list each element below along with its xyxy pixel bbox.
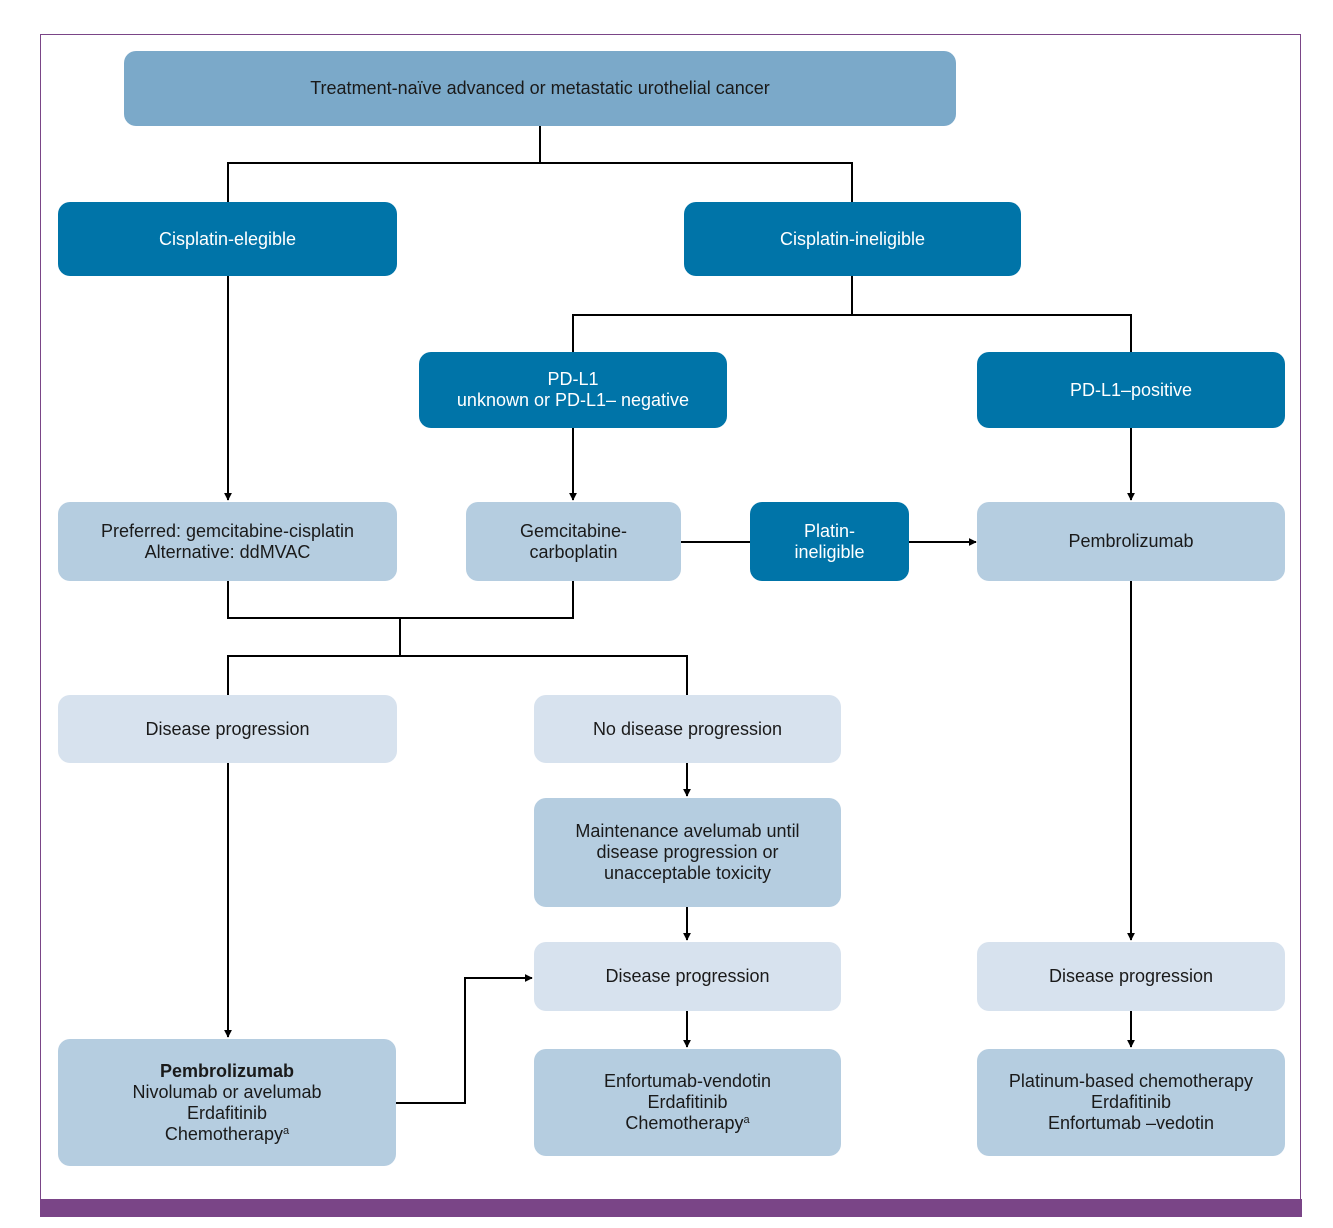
second-mid-line1: Enfortumab-vendotin: [603, 1071, 772, 1091]
second-mid-line2: Erdafitinib: [647, 1092, 728, 1112]
second-left-footnote-mark: a: [282, 1124, 290, 1137]
gem-carbo-line1: Gemcitabine-: [519, 520, 628, 541]
second-right-line2: Erdafitinib: [1090, 1092, 1172, 1112]
edge-first-line-merge: [227, 581, 574, 619]
pembrolizumab-first-node: Pembrolizumab: [977, 502, 1285, 581]
cisplatin-ineligible-label: Cisplatin-ineligible: [779, 228, 926, 249]
second-left-line4-text: Chemotherapy: [164, 1123, 283, 1144]
progression-left-node: Disease progression: [58, 695, 397, 763]
second-left-line1: Pembrolizumab: [159, 1060, 295, 1081]
second-right-line3: Enfortumab –vedotin: [1047, 1113, 1215, 1133]
edge-root-branches: [227, 162, 853, 202]
progression-mid-label: Disease progression: [605, 966, 770, 986]
pdl1-negative-node: PD-L1 unknown or PD-L1– negative: [419, 352, 727, 428]
gem-cis-line2: Alternative: ddMVAC: [144, 541, 311, 562]
progression-right-node: Disease progression: [977, 942, 1285, 1011]
bottom-accent-bar: [40, 1199, 1302, 1217]
maintenance-line3: unacceptable toxicity: [603, 863, 772, 883]
pembrolizumab-first-label: Pembrolizumab: [1068, 531, 1194, 551]
second-line-right-node: Platinum-based chemotherapy Erdafitinib …: [977, 1049, 1285, 1156]
platin-ineligible-node: Platin- ineligible: [750, 502, 909, 581]
pdl1-negative-line2: unknown or PD-L1– negative: [456, 390, 690, 410]
second-mid-footnote-mark: a: [743, 1114, 750, 1126]
second-left-line3: Erdafitinib: [186, 1102, 268, 1123]
gem-carbo-node: Gemcitabine- carboplatin: [466, 502, 681, 581]
gem-carbo-line2: carboplatin: [529, 541, 618, 562]
root-node: Treatment-naïve advanced or metastatic u…: [124, 51, 956, 126]
second-mid-line3: Chemotherapya: [625, 1113, 749, 1134]
maintenance-node: Maintenance avelumab until disease progr…: [534, 798, 841, 907]
pdl1-negative-line1: PD-L1: [547, 369, 599, 389]
progression-mid-node: Disease progression: [534, 942, 841, 1011]
cisplatin-eligible-node: Cisplatin-elegible: [58, 202, 397, 276]
no-progression-node: No disease progression: [534, 695, 841, 763]
gem-cis-line1: Preferred: gemcitabine-cisplatin: [100, 520, 355, 541]
cisplatin-ineligible-node: Cisplatin-ineligible: [684, 202, 1021, 276]
platin-ineligible-line2: ineligible: [794, 541, 865, 562]
gem-cis-node: Preferred: gemcitabine-cisplatin Alterna…: [58, 502, 397, 581]
second-mid-line3-text: Chemotherapy: [625, 1113, 744, 1133]
second-line-left-node: Pembrolizumab Nivolumab or avelumab Erda…: [58, 1039, 396, 1166]
second-left-line2: Nivolumab or avelumab: [132, 1081, 322, 1102]
cisplatin-eligible-label: Cisplatin-elegible: [158, 228, 297, 249]
edge-merge-branches: [227, 655, 688, 695]
no-progression-label: No disease progression: [592, 718, 783, 739]
progression-right-label: Disease progression: [1048, 966, 1214, 986]
second-left-line4: Chemotherapya: [165, 1124, 289, 1145]
pdl1-positive-label: PD-L1–positive: [1069, 379, 1193, 400]
second-right-line1: Platinum-based chemotherapy: [1008, 1071, 1254, 1091]
second-line-mid-node: Enfortumab-vendotin Erdafitinib Chemothe…: [534, 1049, 841, 1156]
maintenance-line2: disease progression or: [596, 842, 779, 862]
maintenance-line1: Maintenance avelumab until: [575, 821, 800, 841]
root-label: Treatment-naïve advanced or metastatic u…: [310, 78, 770, 98]
pdl1-positive-node: PD-L1–positive: [977, 352, 1285, 428]
progression-left-label: Disease progression: [145, 718, 310, 739]
platin-ineligible-line1: Platin-: [803, 520, 856, 541]
edge-second-left-to-progression-mid: [396, 974, 533, 1104]
edge-cis-ineligible-branches: [572, 314, 1132, 352]
